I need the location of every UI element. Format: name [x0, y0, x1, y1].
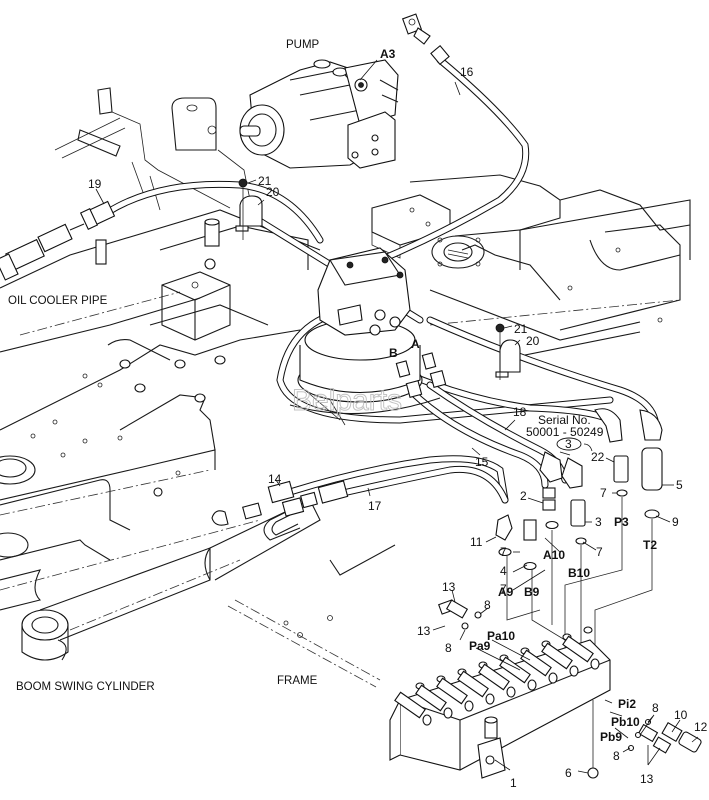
callout-2: 2 [520, 489, 527, 503]
port-label-A9: A9 [498, 585, 514, 599]
valve-fittings [495, 408, 663, 571]
callout-12: 12 [694, 720, 708, 734]
port-label-T2: T2 [643, 538, 657, 552]
hose14-17-fittings [211, 480, 349, 526]
callout-17: 17 [368, 499, 382, 513]
callout-20: 20 [266, 185, 280, 199]
callout-8: 8 [445, 641, 452, 655]
port-label-Pb9: Pb9 [600, 730, 622, 744]
callout-6: 6 [565, 766, 572, 780]
valve-spool-end [569, 665, 579, 677]
callout-9: 9 [672, 515, 679, 529]
deck-plate [0, 218, 301, 501]
port-label-Pb10: Pb10 [611, 715, 640, 729]
port-label-B9: B9 [524, 585, 540, 599]
callout-5: 5 [676, 478, 683, 492]
valve-spool [520, 649, 552, 677]
serial-note-arrow [583, 443, 593, 452]
watermark: Belparts [292, 384, 402, 417]
callout-8: 8 [484, 598, 491, 612]
port-label-A: A [411, 337, 420, 351]
title-boom-swing-cylinder: BOOM SWING CYLINDER [16, 681, 155, 693]
callout-13: 13 [417, 624, 431, 638]
callout-13: 13 [640, 772, 654, 786]
clamps [235, 178, 521, 380]
port-lines [506, 497, 653, 670]
port-label-B: B [389, 346, 398, 360]
callout-21: 21 [258, 174, 272, 188]
callout-7: 7 [500, 582, 507, 596]
valve-spool [436, 677, 468, 705]
valve-spool [562, 635, 594, 663]
callout-16: 16 [460, 65, 474, 79]
serial-note-line1: Serial No. [538, 413, 591, 427]
callout-15: 15 [475, 455, 489, 469]
callout-1: 1 [510, 776, 517, 790]
callout-18: 18 [513, 405, 527, 419]
pump [239, 59, 399, 169]
swing-motor [289, 247, 447, 426]
callout-13: 13 [442, 580, 456, 594]
port-label-Pa9: Pa9 [469, 639, 491, 653]
callout-4: 4 [500, 564, 507, 578]
serial-ref-oval [556, 437, 582, 451]
callout-3: 3 [595, 515, 602, 529]
port-label-Pa10: Pa10 [487, 629, 515, 643]
oil-cooler-fittings [0, 200, 116, 281]
serial-note-line2: 50001 - 50249 [526, 425, 604, 439]
callout-14: 14 [268, 472, 282, 486]
valve-spool [457, 670, 489, 698]
leader-lines [95, 59, 699, 774]
title-oil-cooler-pipe: OIL COOLER PIPE [8, 295, 108, 307]
valve-spool-end [485, 693, 495, 705]
callout-21: 21 [514, 322, 528, 336]
title-frame: FRAME [277, 675, 318, 687]
port-label-A3: A3 [380, 47, 396, 61]
boom-swing-cylinder [21, 499, 396, 688]
valve-spool-end [464, 700, 474, 712]
valve-spool [541, 642, 573, 670]
hoses [104, 56, 659, 504]
valve-port [583, 626, 593, 634]
valve-spool [478, 663, 510, 691]
title-pump: PUMP [286, 39, 320, 51]
callout-7: 7 [500, 545, 507, 559]
callout-20: 20 [526, 334, 540, 348]
port-label-P3: P3 [614, 515, 629, 529]
port-label-B10: B10 [568, 566, 590, 580]
serial-note: Serial No. 50001 - 50249 3 [526, 413, 604, 452]
valve-spool-end [590, 658, 600, 670]
port-label-A10: A10 [543, 548, 565, 562]
callout-19: 19 [88, 177, 102, 191]
port-label-Pi2: Pi2 [618, 697, 636, 711]
valve-spool-end [506, 686, 516, 698]
valve-spool-end [527, 679, 537, 691]
lower-left-frame [0, 455, 261, 611]
serial-note-ref: 3 [565, 437, 572, 451]
hose16-fitting [401, 13, 450, 65]
valve-spool-end [422, 714, 432, 726]
valve-spool [394, 691, 426, 719]
callout-10: 10 [674, 708, 688, 722]
callout-7: 7 [600, 486, 607, 500]
callout-8: 8 [652, 701, 659, 715]
callout-8: 8 [613, 749, 620, 763]
valve-spool [415, 684, 447, 712]
control-valve [389, 599, 702, 779]
callout-11: 11 [470, 535, 483, 549]
valve-spool-end [443, 707, 453, 719]
callout-7: 7 [596, 545, 603, 559]
callout-22: 22 [591, 450, 605, 464]
valve-spool-end [548, 672, 558, 684]
